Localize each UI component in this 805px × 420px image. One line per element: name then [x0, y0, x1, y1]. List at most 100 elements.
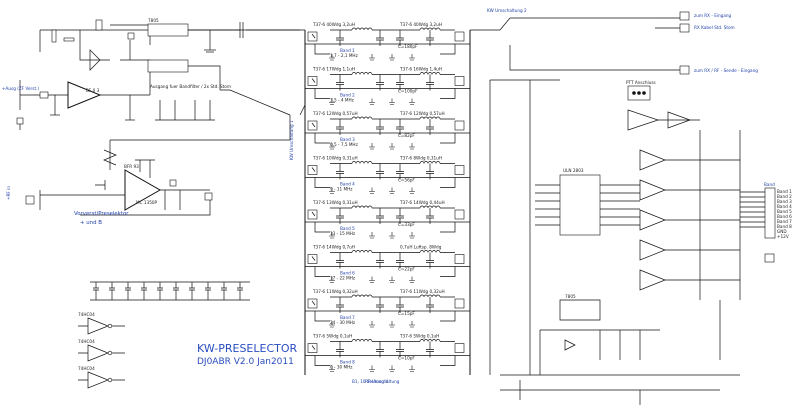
input-labels: +Ausg (ZF Verst.) Vorverst/Preselektor +…	[2, 8, 527, 384]
band-cap: C=15pF	[398, 311, 415, 316]
relay-right	[454, 298, 465, 309]
band-name: Band 5	[340, 226, 355, 231]
gate-label-2: 74HC04	[78, 339, 95, 344]
title-block: KW-PRESELECTOR DJ0ABR V2.0 Jan2011 B1, 1…	[197, 342, 388, 384]
input-amplifier-section	[16, 19, 300, 216]
label-bottom-switch: RF-Umschaltung	[365, 379, 400, 384]
band-coil-right: T37-6 40Wdg 3,2uH	[399, 22, 442, 27]
band-range: 9 - 11 MHz	[330, 187, 353, 192]
band-coil-right: T37-6 14Wdg 0,44uH	[399, 200, 445, 205]
band-coil-right: T37-6 11Wdg 0,32uH	[399, 289, 445, 294]
band-filter-row: T37-6 13Wdg 0,31uH T37-6 14Wdg 0,44uH Band…	[305, 200, 470, 239]
band-coil-right: T37-6 12Wdg 0,57uH	[399, 111, 445, 116]
label-rf-in: +RF in	[6, 186, 11, 200]
band-coil-right: 0,7uH Luftsp. 8Wdg	[400, 245, 442, 250]
band-range: 24 - 30 MHz	[330, 320, 356, 325]
connector-pin-label: Band 6	[777, 214, 792, 219]
relay-left	[307, 76, 318, 86]
title-line1: KW-PRESELECTOR	[197, 342, 298, 355]
relay-right	[454, 209, 465, 220]
band-range: 17 - 22 MHz	[330, 276, 356, 281]
band-name: Band 8	[340, 360, 355, 365]
band-filter-row: T37-6 11Wdg 0,32uH T37-6 11Wdg 0,32uH Band…	[305, 289, 470, 328]
relay-left	[307, 254, 318, 264]
relay-left	[307, 165, 318, 175]
band-coil-left: T37-6 5Wdg 0,1uH	[312, 334, 352, 339]
band-coil-left: T37-6 12Wdg 0,57uH	[312, 111, 358, 116]
band-filter-row: T37-6 12Wdg 0,57uH T37-6 12Wdg 0,57uH Band…	[305, 111, 470, 150]
band-name: Band 1	[340, 48, 355, 53]
label-ic3: MC 1350P	[136, 200, 158, 205]
band-cap: C=56pF	[398, 178, 415, 183]
band-cap: C=82pF	[398, 133, 415, 138]
label-note: Ausgang fuer Bandfilter / 2x Std. Stom	[150, 84, 231, 89]
band-cap: C=33pF	[398, 222, 415, 227]
relay-left	[307, 120, 318, 131]
connector-gnd	[764, 253, 775, 263]
gate-section: 74HC04 74HC04 74HC04	[78, 312, 125, 389]
gate-label-3: 74HC04	[78, 366, 95, 371]
band-name: Band 4	[340, 182, 355, 187]
relay-right	[454, 76, 465, 86]
band-cap: C=22pF	[398, 267, 415, 272]
label-out3: zum RX / RF - Sende - Eingang	[694, 68, 758, 73]
label-preselector: Vorverst/Preselektor	[74, 211, 129, 217]
relay-right	[454, 31, 465, 42]
band-range: 0 - 30 MHz	[330, 365, 353, 370]
band-coil-right: T37-6 16Wdg 1,4uH	[399, 67, 442, 72]
band-filter-stack	[299, 17, 511, 375]
ic-uln2803	[559, 174, 601, 236]
capacitor-bank	[90, 281, 250, 301]
connector-pin-label: Band 8	[777, 224, 792, 229]
label-reg: 7805	[565, 294, 576, 299]
connector-pin-label: GND	[777, 229, 787, 234]
label-bottom-left: B1, 10 Stellung X	[352, 379, 388, 384]
band-filter-row: T37-6 14Wdg 0,7uH 0,7uH Luftsp. 8WdgBand …	[305, 245, 470, 283]
label-preselector-2: + und B	[80, 220, 102, 226]
label-out1: zum RX - Eingang	[694, 13, 732, 18]
band-cap: C=10pF	[398, 356, 415, 361]
relay-right	[454, 165, 465, 175]
band-coil-right: T37-6 5Wdg 0,1uH	[399, 334, 439, 339]
band-name: Band 3	[340, 137, 355, 142]
band-range: 13 - 15 MHz	[330, 231, 356, 236]
band-coil-left: T37-6 40Wdg 3,2uH	[312, 22, 355, 27]
gate-label-1: 74HC04	[78, 312, 95, 317]
band-name: Band 7	[340, 315, 355, 320]
label-ptt: PTT Anschluss	[626, 80, 656, 85]
band-coil-left: T37-6 10Wdg 0,31uH	[312, 156, 358, 161]
label-regulator: 7805	[148, 18, 159, 23]
connector-pin-label: Band 4	[777, 204, 792, 209]
relay-left	[307, 209, 318, 220]
relay-right	[454, 120, 465, 131]
band-coil-left: T37-6 17Wdg 1,1uH	[312, 67, 355, 72]
band-coil-left: T37-6 11Wdg 0,32uH	[312, 289, 358, 294]
relay-left	[307, 298, 318, 309]
band-filters: T37-6 40Wdg 3,2uH T37-6 40Wdg 3,2uH Band 1…	[305, 22, 470, 372]
connector-pin-label: Band 2	[777, 194, 792, 199]
band-range: 3,5 - 4 MHz	[330, 98, 355, 103]
label-amp-ic: BF 0 3	[86, 88, 100, 93]
band-coil-left: T37-6 14Wdg 0,7uH	[312, 245, 355, 250]
connector-pin-label: Band 1	[777, 189, 792, 194]
band-range: 1,7 - 2,1 MHz	[330, 53, 359, 58]
relay-left	[307, 31, 318, 42]
connector-pin-label: Band 7	[777, 219, 792, 224]
band-coil-left: T37-6 13Wdg 0,31uH	[312, 200, 358, 205]
band-cap: C=100pF	[398, 89, 418, 94]
band-name: Band 6	[340, 271, 355, 276]
connector-pin-label: +12V	[777, 234, 789, 239]
label-ic2: BFR 93	[124, 164, 139, 169]
title-line2: DJ0ABR V2.0 Jan2011	[197, 357, 294, 367]
connector-pin-label: Band 5	[777, 209, 792, 214]
connector-rf-out	[679, 65, 690, 75]
label-conn-title: Band	[764, 182, 775, 187]
connector-rx-cable	[679, 23, 690, 33]
label-in-top: +Ausg (ZF Verst.)	[2, 86, 39, 91]
control-section	[489, 11, 776, 405]
band-range: 6,5 - 7,5 MHz	[330, 142, 359, 147]
label-left-switch: KW Umschaltung 1	[289, 120, 294, 160]
